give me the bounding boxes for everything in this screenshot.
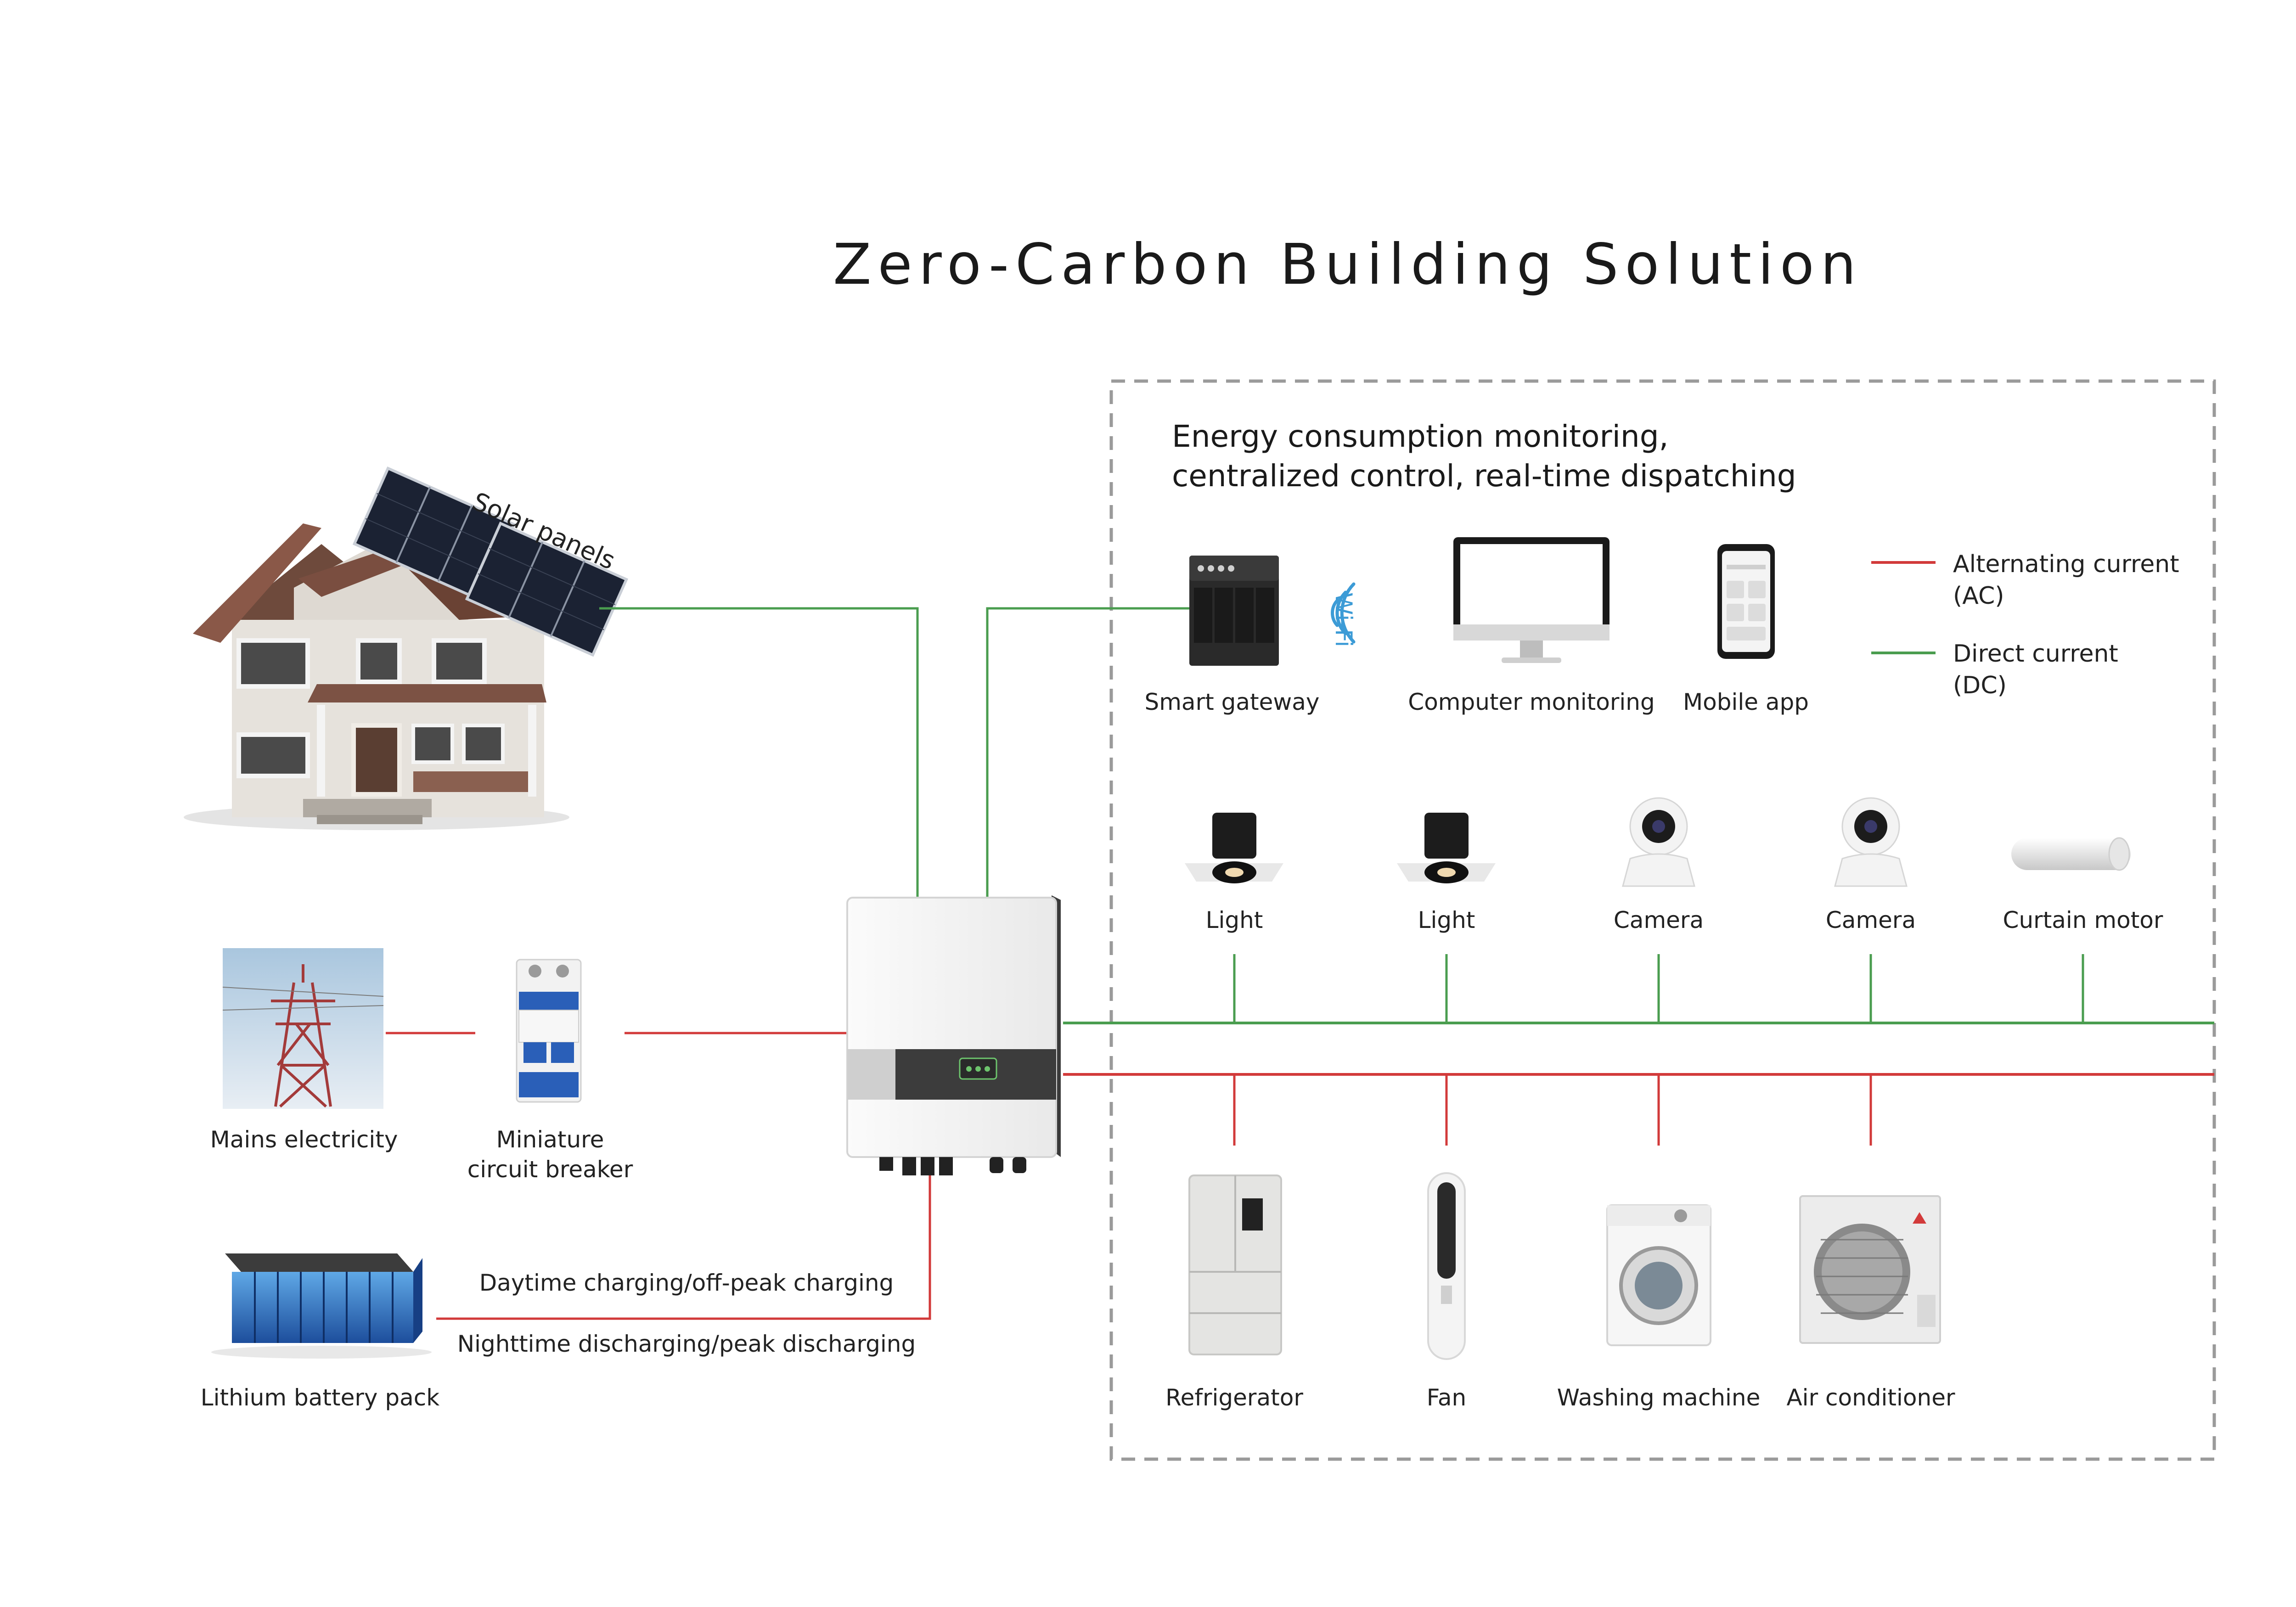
washing-machine-image (1606, 1204, 1711, 1346)
smart-gateway-label: Smart gateway (1144, 689, 1320, 715)
air-conditioner-image (1799, 1195, 1941, 1344)
dc-drop-lines (1233, 954, 2084, 1023)
panel-heading: Energy consumption monitoring, centraliz… (1172, 417, 1796, 496)
downlight-1-image (1185, 813, 1283, 883)
ac-device-label: Washing machine (1557, 1384, 1761, 1411)
dc-device-label: Curtain motor (2003, 907, 2163, 933)
dc-device-label: Camera (1825, 907, 1916, 933)
panel-heading-line1: Energy consumption monitoring, (1172, 419, 1669, 454)
wifi-label: Wi-Fi (1330, 592, 1357, 647)
legend-dc-label-line1: Direct current (1953, 640, 2118, 668)
refrigerator-image (1188, 1174, 1282, 1355)
circuit-breaker-label: Miniature circuit breaker (467, 1125, 633, 1185)
gateway-dc-line (986, 607, 1189, 898)
circuit-breaker-label-line1: Miniature (496, 1126, 604, 1153)
circuit-breaker-image (516, 959, 582, 1103)
wifi-icon (1331, 582, 1356, 644)
mains-electricity-label: Mains electricity (210, 1126, 398, 1153)
camera-1-image (1622, 797, 1695, 887)
camera-2-image (1834, 797, 1908, 887)
ac-device-label: Air conditioner (1786, 1384, 1955, 1411)
fan-image (1427, 1172, 1466, 1360)
mains-tower-image (222, 948, 384, 1109)
legend-dc: Direct current (DC) (1953, 638, 2118, 701)
dc-device-label: Light (1205, 907, 1263, 933)
downlight-2-image (1397, 813, 1496, 883)
battery-pack-image (211, 1253, 432, 1359)
computer-monitor-image (1453, 537, 1609, 663)
smart-gateway-image (1189, 556, 1279, 666)
charging-label: Daytime charging/off-peak charging (479, 1270, 894, 1296)
dc-device-label: Light (1418, 907, 1475, 933)
diagram-title: Zero-Carbon Building Solution (833, 232, 1863, 297)
mobile-phone-image (1717, 544, 1775, 659)
legend-ac-label-line1: Alternating current (1953, 551, 2179, 578)
control-panel-border (1109, 379, 2216, 1461)
legend-ac-label-line2: (AC) (1953, 582, 2004, 610)
curtain-motor-image (2011, 837, 2131, 871)
legend-dc-label-line2: (DC) (1953, 671, 2007, 699)
inverter-image (846, 895, 1061, 1175)
battery-pack-label: Lithium battery pack (200, 1384, 440, 1411)
battery-line (436, 1169, 931, 1320)
ac-device-label: Fan (1426, 1384, 1467, 1411)
panel-heading-line2: centralized control, real-time dispatchi… (1172, 458, 1796, 494)
solar-panels-image (352, 466, 629, 657)
computer-monitoring-label: Computer monitoring (1408, 689, 1655, 715)
circuit-breaker-label-line2: circuit breaker (467, 1156, 633, 1183)
mobile-app-label: Mobile app (1683, 689, 1809, 715)
ac-drop-lines (1233, 1074, 1872, 1146)
solar-dc-line (599, 607, 919, 898)
discharging-label: Nighttime discharging/peak discharging (457, 1331, 916, 1357)
ac-device-label: Refrigerator (1165, 1384, 1303, 1411)
dc-device-label: Camera (1613, 907, 1704, 933)
legend-ac: Alternating current (AC) (1953, 549, 2179, 612)
